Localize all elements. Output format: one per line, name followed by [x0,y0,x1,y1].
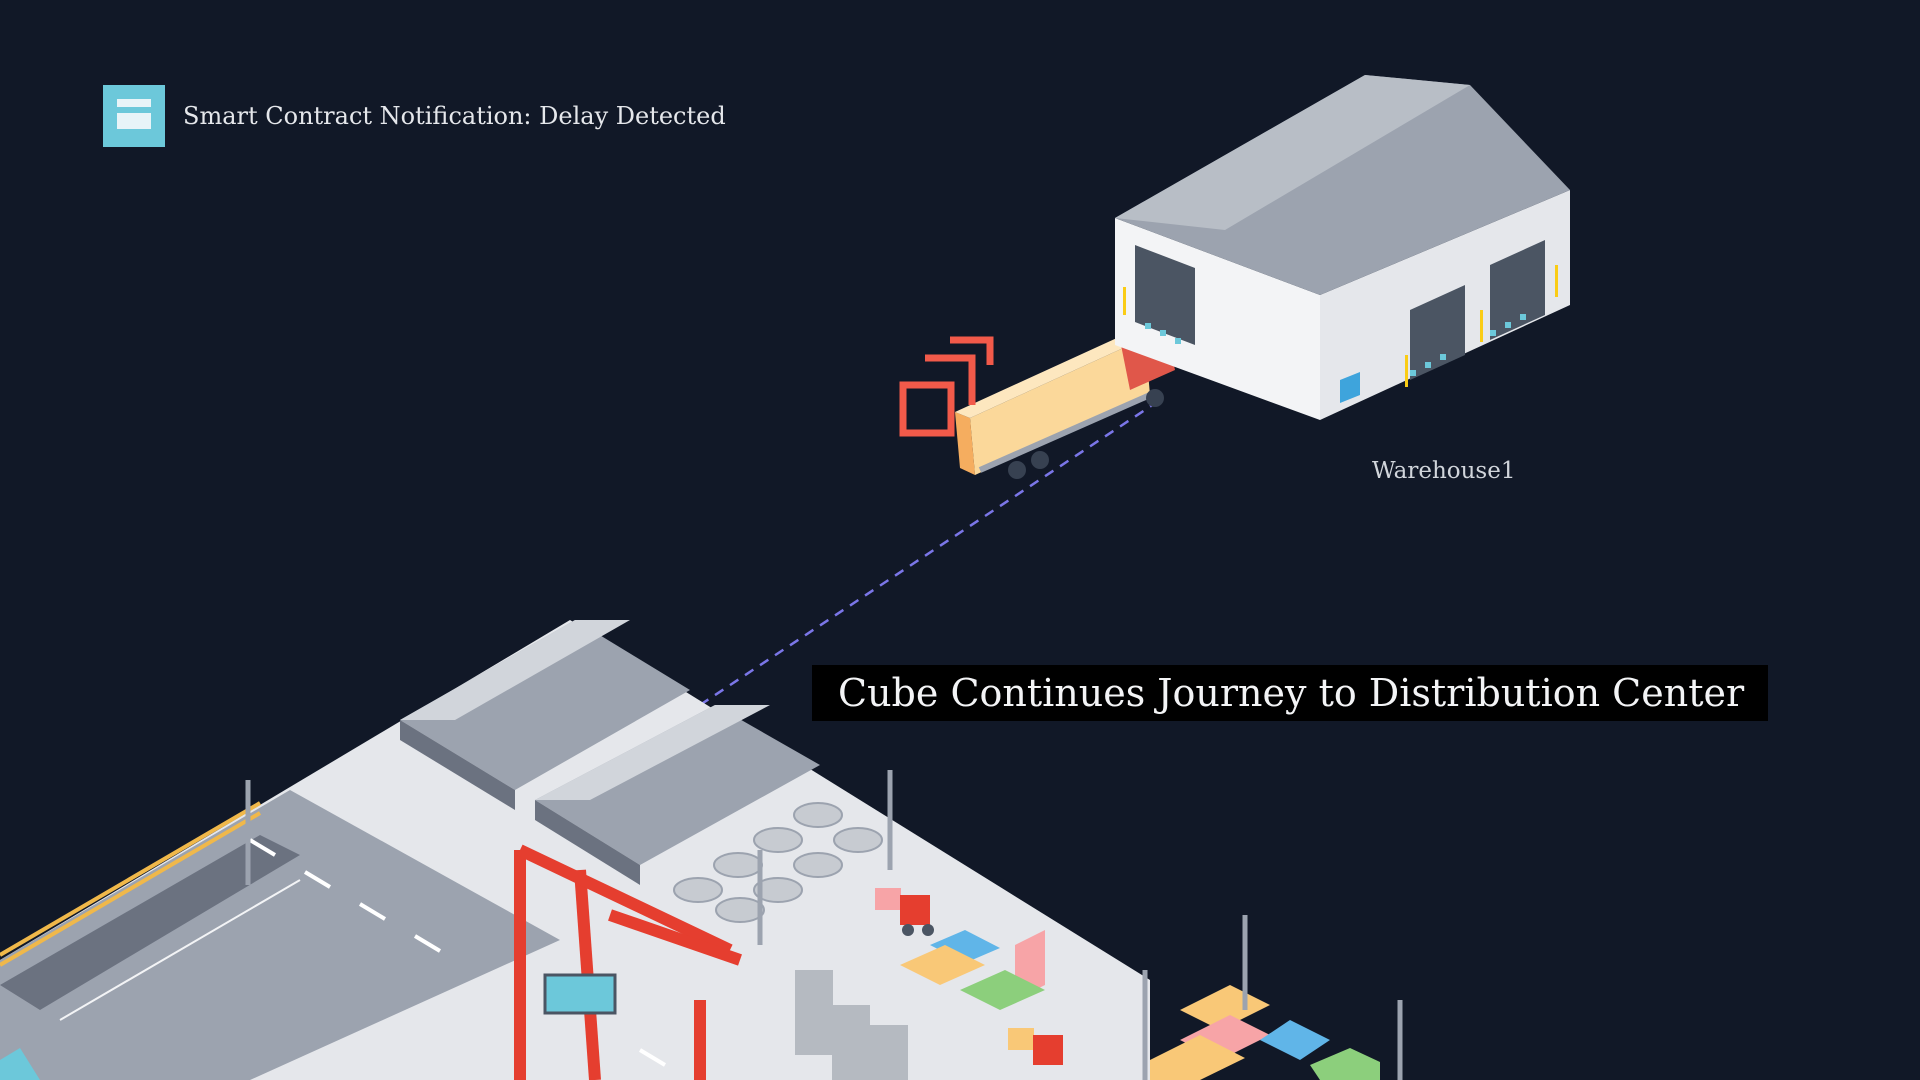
caption-banner: Cube Continues Journey to Distribution C… [812,665,1768,721]
notification-title: Smart Contract Notification: Delay Detec… [183,102,726,130]
warehouse-label: Warehouse1 [1372,458,1516,484]
alert-tracking-icon [899,336,994,437]
warehouse-building [1115,75,1570,420]
document-icon [103,85,165,147]
forklift-icon [875,888,1063,1065]
route-line [699,398,1161,707]
notification-banner: Smart Contract Notification: Delay Detec… [103,85,726,147]
port-area [0,620,1403,1080]
